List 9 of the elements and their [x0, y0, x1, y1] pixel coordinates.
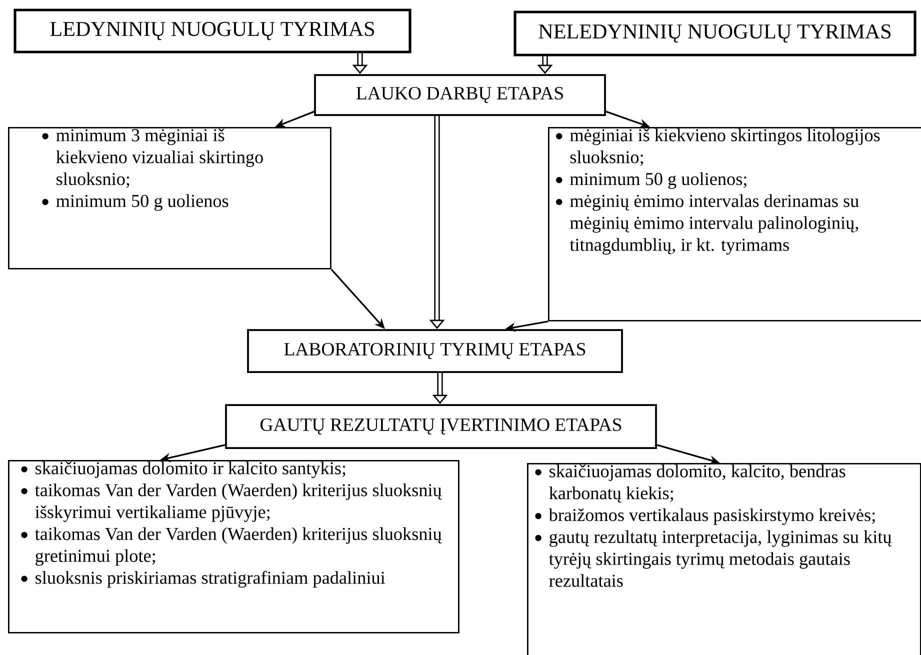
- title-box: LEDYNINIŲ NUOGULŲ TYRIMAS: [14, 8, 412, 54]
- stage-box: LAUKO DARBŲ ETAPAS: [314, 74, 606, 116]
- bullet-list-box: mėginiai iš kiekvieno skirtingos litologijos sluoksnio; minimum 50 g uolienos; mėginių ėmimo intervalas derinamas su mėginių ėmimo intervalu palinologinių, titnagdumblių, ir kt. tyrimams: [548, 127, 921, 322]
- stage-box: GAUTŲ REZULTATŲ ĮVERTINIMO ETAPAS: [225, 404, 657, 449]
- stage-box: LABORATORINIŲ TYRIMŲ ETAPAS: [247, 329, 623, 373]
- bullet-list-box: minimum 3 mėginiai iš kiekvieno vizualiai skirtingo sluoksnio; minimum 50 g uolienos: [8, 127, 332, 270]
- title-box: NELEDYNINIŲ NUOGULŲ TYRIMAS: [514, 10, 916, 56]
- bullet-list-box: skaičiuojamas dolomito ir kalcito santykis; taikomas Van der Varden (Waerden) kriterijus sluoksnių išskyrimui vertikaliame pjūvyje; taikomas Van der Varden (Waerden) kriterijus sluoksnių gretinimui plote; sluoksnis priskiriamas stratigrafiniam padaliniui: [8, 460, 460, 634]
- bullet-list-box: skaičiuojamas dolomito, kalcito, bendras karbonatų kiekis; braižomos vertikalaus pasiskirstymo kreivės; gautų rezultatų interpretacija, lyginimas su kitų tyrėjų skirtingais tyrimų metodais gautais rezultatais: [527, 463, 921, 655]
